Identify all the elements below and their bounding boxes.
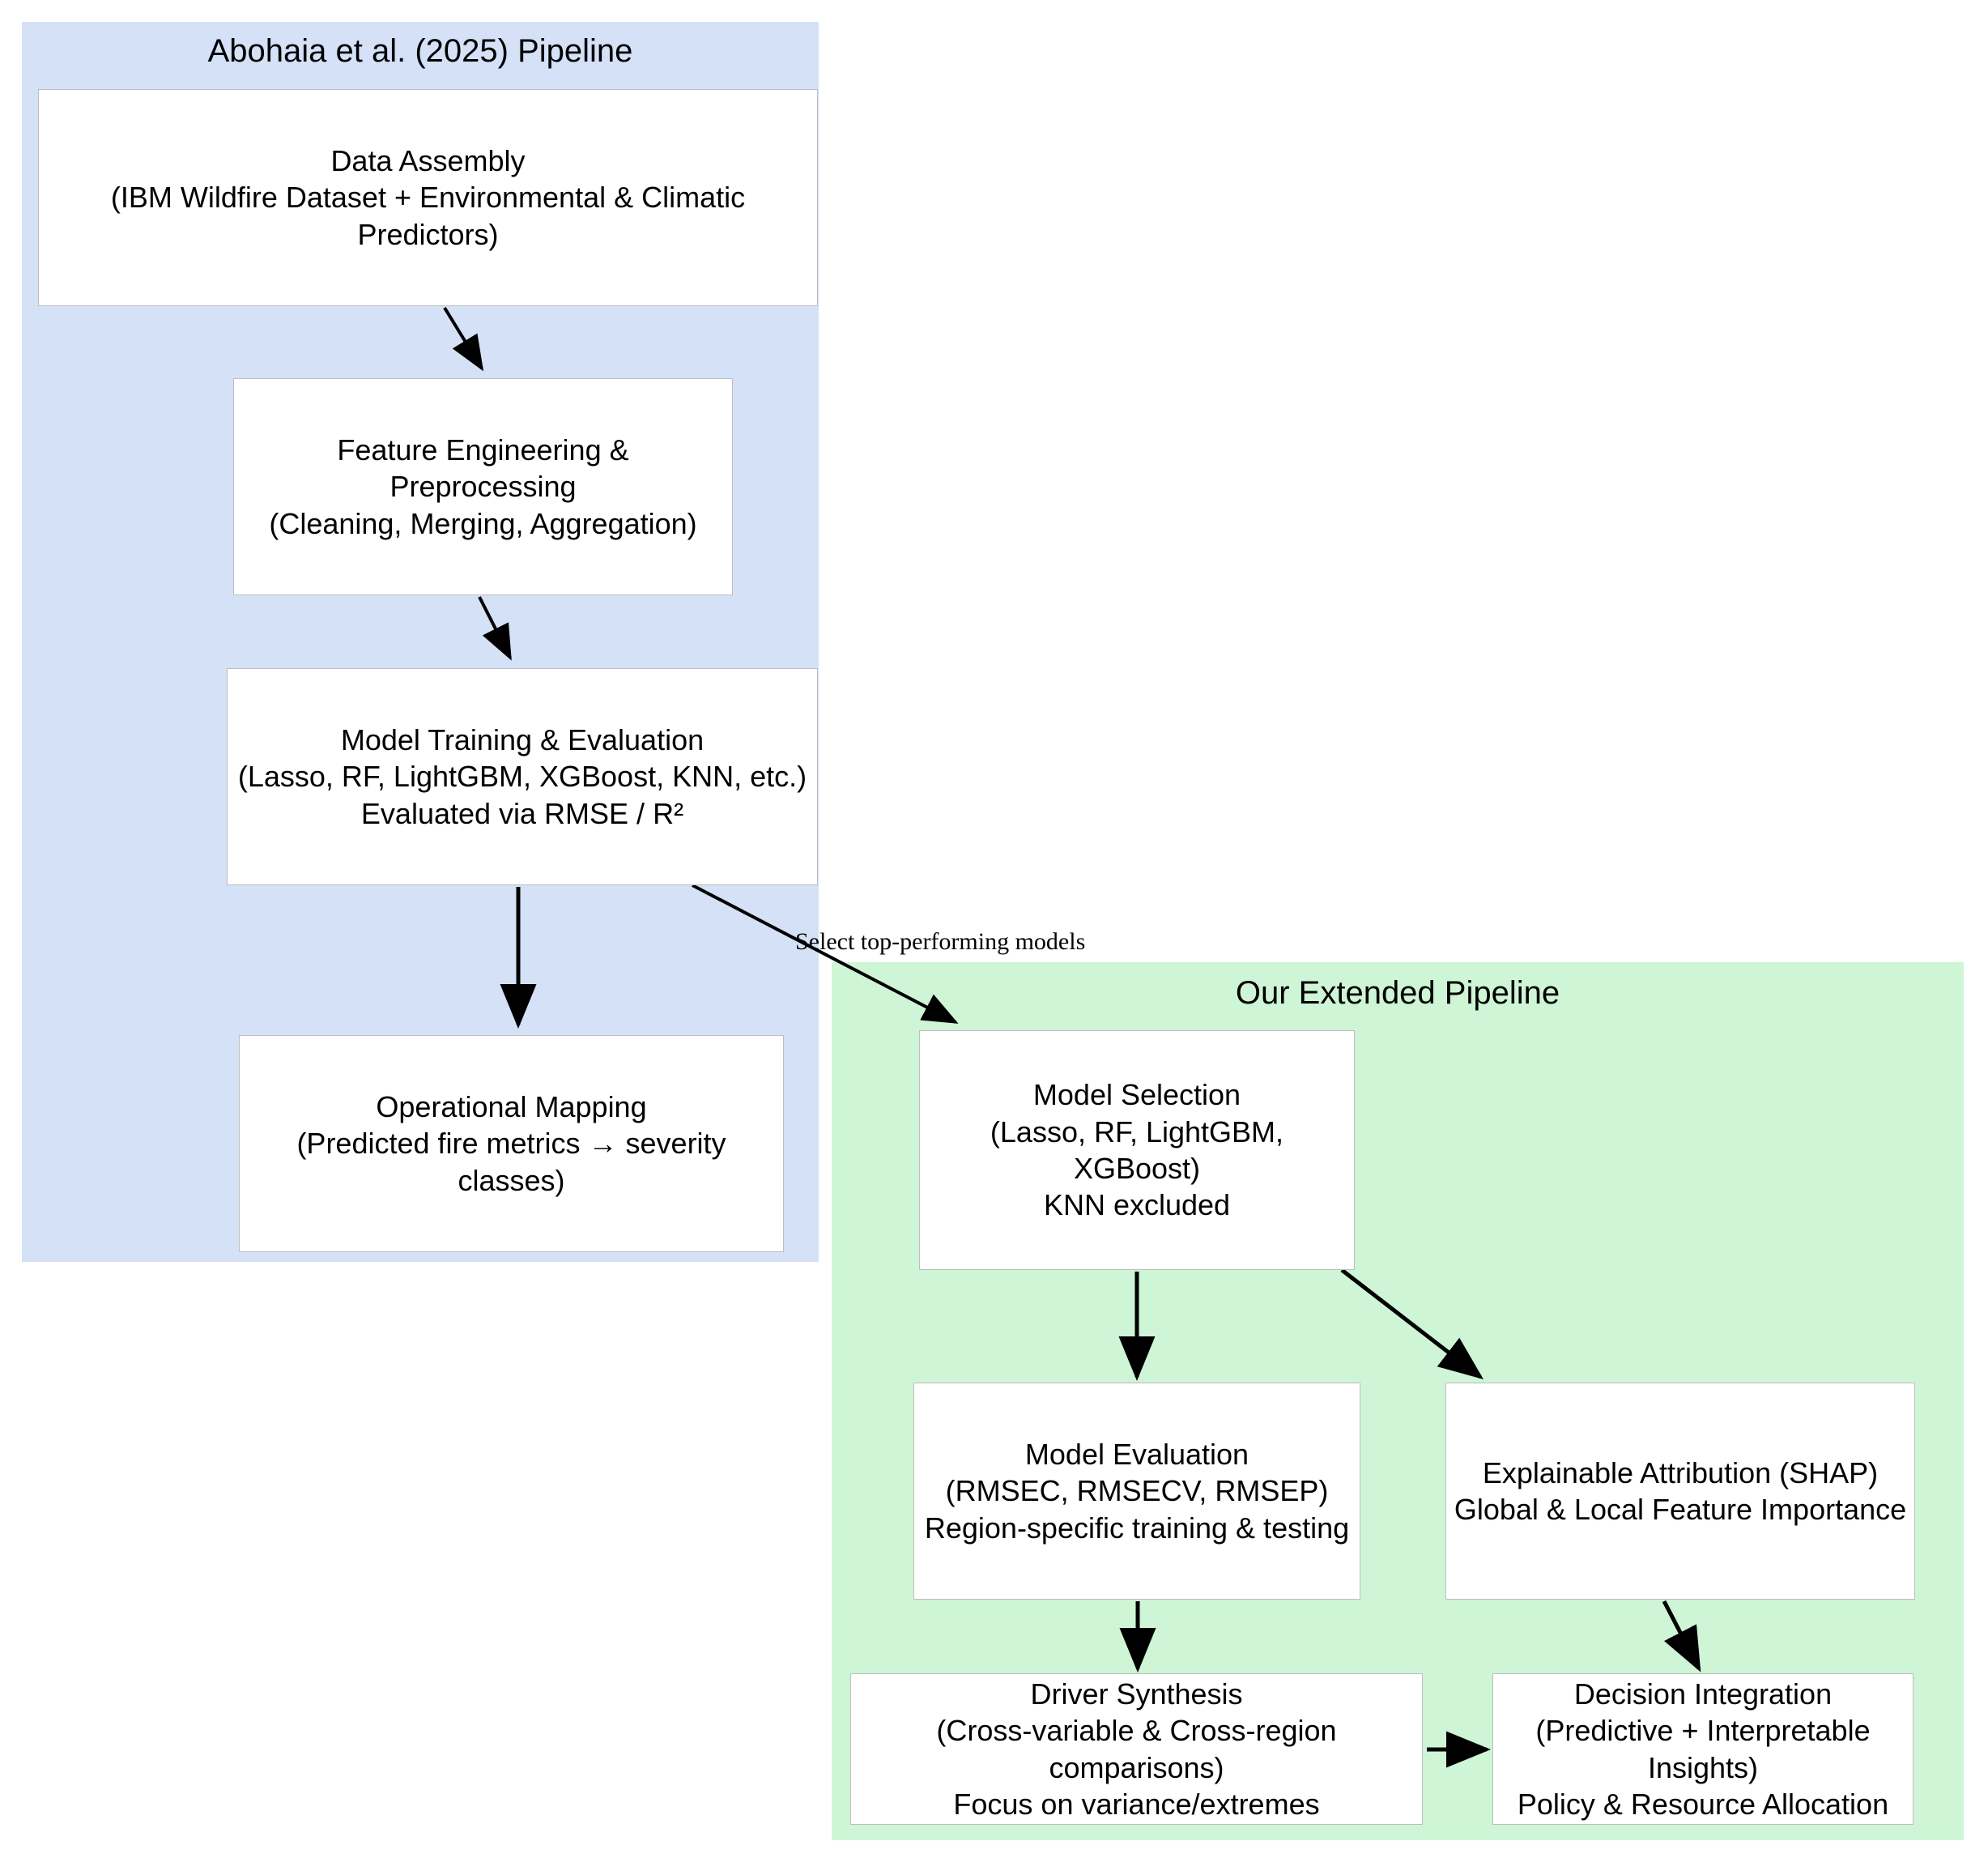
node-explainable-attribution-label: Explainable Attribution (SHAP) Global & … <box>1454 1455 1907 1526</box>
cluster-abohaia-title: Abohaia et al. (2025) Pipeline <box>207 33 633 69</box>
node-operational-mapping-label: Operational Mapping (Predicted fire metr… <box>296 1089 726 1197</box>
node-data-assembly-label: Data Assembly (IBM Wildfire Dataset + En… <box>110 143 746 251</box>
node-feature-engineering-label: Feature Engineering & Preprocessing (Cle… <box>269 433 697 540</box>
node-decision-integration-label: Decision Integration (Predictive + Inter… <box>1517 1677 1889 1821</box>
node-data-assembly[interactable]: Data Assembly (IBM Wildfire Dataset + En… <box>38 89 818 306</box>
node-decision-integration[interactable]: Decision Integration (Predictive + Inter… <box>1492 1673 1914 1825</box>
node-model-evaluation-label: Model Evaluation (RMSEC, RMSECV, RMSEP) … <box>924 1437 1350 1545</box>
node-model-evaluation[interactable]: Model Evaluation (RMSEC, RMSECV, RMSEP) … <box>913 1383 1360 1600</box>
node-feature-engineering[interactable]: Feature Engineering & Preprocessing (Cle… <box>233 378 733 595</box>
node-operational-mapping[interactable]: Operational Mapping (Predicted fire metr… <box>239 1035 784 1252</box>
node-model-training-label: Model Training & Evaluation (Lasso, RF, … <box>237 722 807 830</box>
node-driver-synthesis-label: Driver Synthesis (Cross-variable & Cross… <box>936 1677 1337 1821</box>
node-driver-synthesis[interactable]: Driver Synthesis (Cross-variable & Cross… <box>850 1673 1423 1825</box>
node-model-training[interactable]: Model Training & Evaluation (Lasso, RF, … <box>227 668 818 885</box>
cluster-extended-title: Our Extended Pipeline <box>1235 975 1560 1011</box>
node-model-selection[interactable]: Model Selection (Lasso, RF, LightGBM, XG… <box>919 1030 1355 1270</box>
node-explainable-attribution[interactable]: Explainable Attribution (SHAP) Global & … <box>1445 1383 1915 1600</box>
edge-label-select-top-models: Select top-performing models <box>795 928 1086 955</box>
node-model-selection-label: Model Selection (Lasso, RF, LightGBM, XG… <box>990 1078 1284 1222</box>
